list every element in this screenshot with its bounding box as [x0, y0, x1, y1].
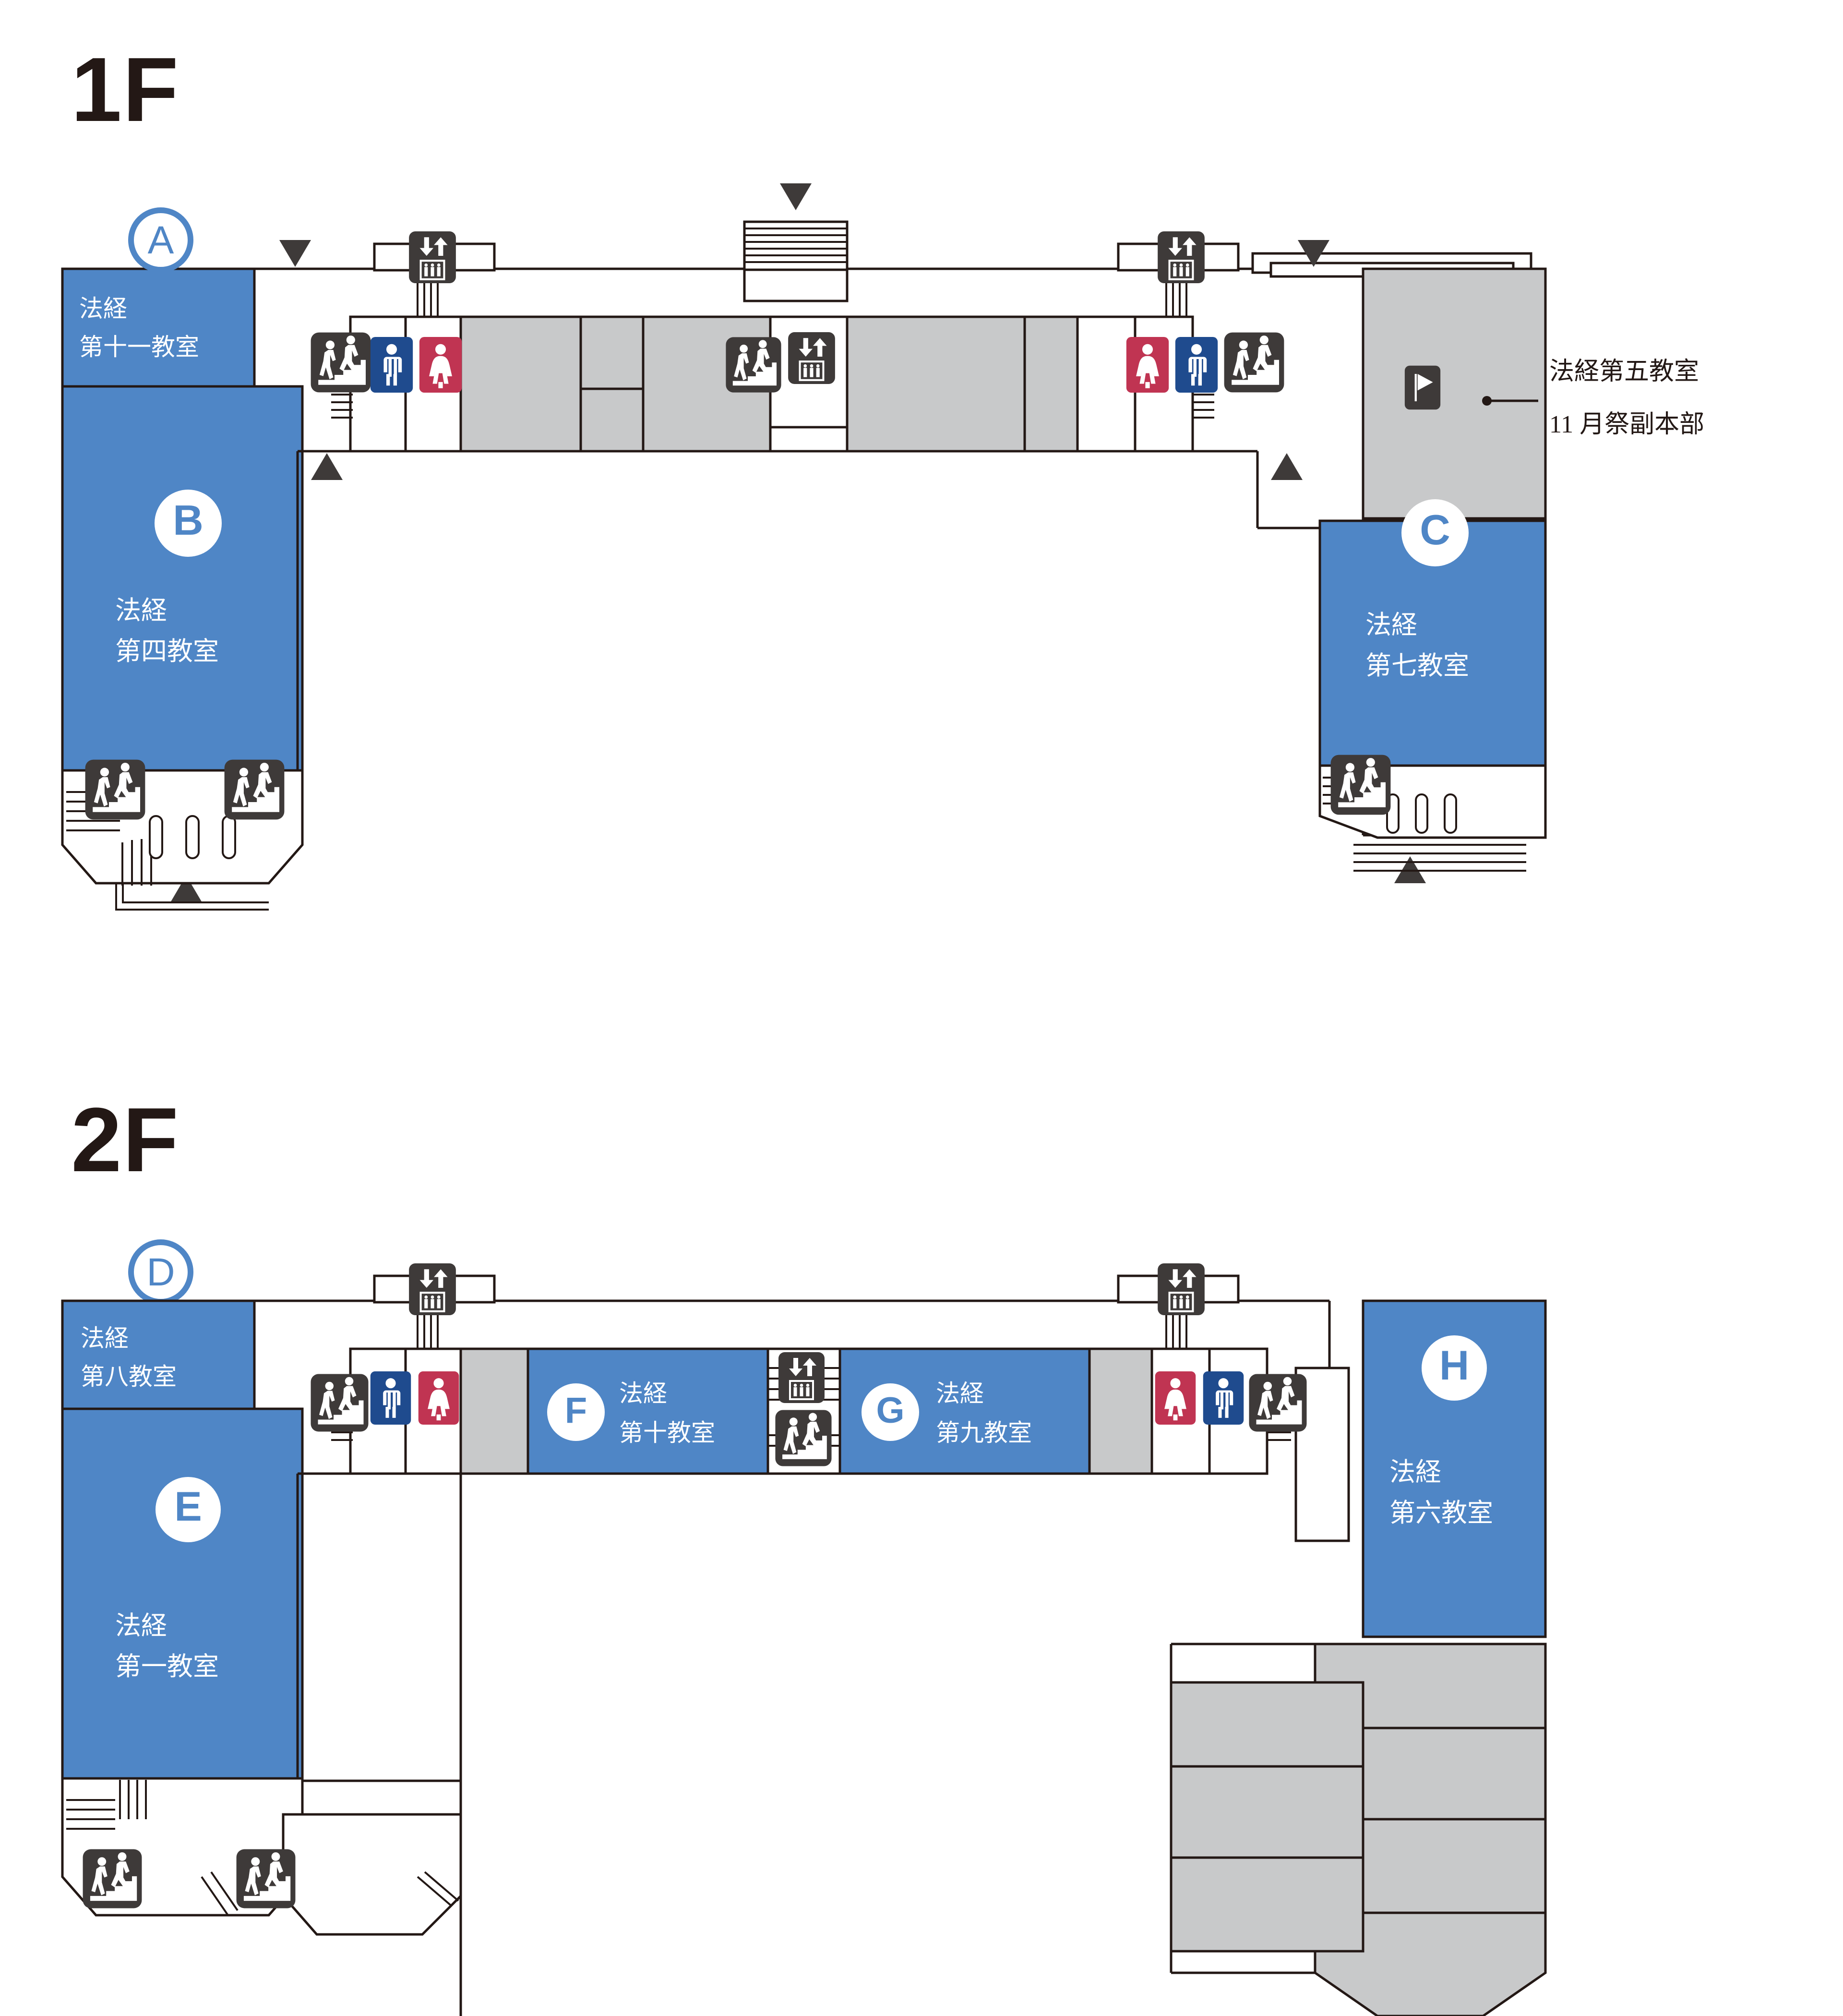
stair-lobby-bottom-right-left-2f [282, 1813, 462, 1936]
womens-toilet-icon[interactable] [419, 337, 462, 393]
entrance-markers-down-1f [279, 183, 1329, 267]
womens-toilet-icon[interactable] [1126, 337, 1169, 393]
stair-hatch-top-center-1f [743, 220, 849, 302]
stairs-icon[interactable] [775, 1410, 832, 1466]
mens-toilet-icon[interactable] [370, 1371, 411, 1425]
stairs-icon[interactable] [311, 1374, 369, 1432]
stairs-icon[interactable] [236, 1849, 296, 1908]
marker-f-circle [547, 1383, 605, 1441]
marker-e-letter: E [174, 1484, 202, 1530]
room-f-label-line1: 法経 [619, 1380, 667, 1407]
lobby-strip-f-2f [459, 1347, 529, 1475]
elevator-icon[interactable] [788, 332, 835, 384]
floorplan-1f: 法経 第十一教室 B 法経 第四教室 [61, 183, 1547, 911]
entrances-2f [373, 1274, 1240, 1304]
callout-line2-1f: 11 月祭副本部 [1549, 411, 1705, 438]
entrance-markers-up-1f [170, 453, 1426, 902]
lobby-strip-g-2f [1088, 1347, 1153, 1475]
marker-b-letter: B [173, 496, 203, 544]
stairs-icon[interactable] [85, 759, 145, 820]
marker-h-letter: H [1439, 1343, 1469, 1389]
left-corridor-2f [298, 1474, 462, 2016]
floorplan-2f: 法経 第八教室 D E 法経 第一教室 [61, 1239, 1547, 2016]
room-b-label-line1: 法経 [115, 596, 167, 625]
callout-line1-1f: 法経第五教室 [1549, 358, 1699, 385]
entrance-up-arrow-icon [311, 453, 343, 480]
entrance-up-arrow-icon [1271, 453, 1303, 480]
room-c-hokei-7[interactable]: C 法経 第七教室 [1318, 499, 1547, 767]
room-h-hokei-6[interactable]: H 法経 第六教室 [1362, 1299, 1547, 1638]
callout-leader-1f [1482, 396, 1538, 406]
marker-b-circle [155, 490, 222, 557]
marker-g-letter: G [876, 1390, 904, 1431]
marker-a-letter: A [148, 218, 174, 262]
room-b-label-line2: 第四教室 [115, 637, 219, 666]
elevator-icon[interactable] [409, 1263, 456, 1315]
room-f-label-line2: 第十教室 [619, 1419, 715, 1446]
stairs-icon[interactable] [1224, 332, 1284, 393]
marker-c-letter: C [1420, 506, 1450, 553]
mens-toilet-icon[interactable] [370, 337, 413, 393]
room-b-hokei-4[interactable]: B 法経 第四教室 [61, 385, 304, 772]
entrance-down-arrow-icon [780, 183, 812, 210]
elevator-icon[interactable] [1158, 1263, 1205, 1315]
marker-a: A [128, 207, 193, 273]
stairs-icon[interactable] [1330, 755, 1391, 815]
stairs-icon[interactable] [224, 759, 285, 820]
marker-f-letter: F [565, 1390, 587, 1431]
marker-g-circle [862, 1383, 919, 1441]
entrance-down-arrow-icon [1298, 240, 1329, 267]
marker-h-circle [1422, 1335, 1487, 1401]
floor-title-2f: 2F [71, 1089, 180, 1191]
womens-toilet-icon[interactable] [418, 1371, 459, 1425]
womens-toilet-icon[interactable] [1155, 1371, 1196, 1425]
stairs-icon[interactable] [83, 1849, 142, 1908]
room-f-hokei-10[interactable]: F 法経 第十教室 [527, 1347, 769, 1475]
room-d-label-line1: 法経 [81, 1325, 129, 1352]
room-a-hokei-11[interactable]: 法経 第十一教室 [61, 267, 256, 388]
stairs-icon[interactable] [726, 337, 781, 393]
room-g-hokei-9[interactable]: G 法経 第九教室 [838, 1347, 1091, 1475]
elevator-icon[interactable] [1158, 231, 1205, 283]
room-d-hokei-8[interactable]: 法経 第八教室 [61, 1299, 256, 1410]
stairs-icon[interactable] [1249, 1374, 1307, 1432]
marker-e-circle [156, 1477, 221, 1542]
southeast-wing-corridor-2f [1170, 1643, 1315, 1974]
marker-d: D [128, 1239, 193, 1305]
marker-d-letter: D [146, 1250, 175, 1294]
entrance-up-arrow-icon [170, 876, 202, 902]
room-g-label-line1: 法経 [936, 1380, 984, 1407]
room-e-label-line2: 第一教室 [115, 1652, 219, 1681]
room-c-label-line2: 第七教室 [1365, 651, 1469, 680]
stairs-icon[interactable] [311, 332, 371, 393]
entrances-1f [373, 242, 1532, 278]
room-h-label-line2: 第六教室 [1389, 1499, 1493, 1527]
elevator-icon[interactable] [409, 231, 456, 283]
room-c-label-line1: 法経 [1365, 611, 1417, 639]
mens-toilet-icon[interactable] [1203, 1371, 1244, 1425]
elevator-shafts-2f [417, 1303, 1187, 1349]
floor-title-1f: 1F [71, 39, 180, 141]
room-e-label-line1: 法経 [115, 1611, 167, 1640]
room-e-hokei-1[interactable]: E 法経 第一教室 [61, 1407, 304, 1780]
flag-icon [1404, 365, 1441, 410]
room-a-label-line1: 法経 [79, 295, 127, 322]
entrance-down-arrow-icon [279, 240, 311, 267]
room-hokei-5-1f[interactable] [1362, 267, 1547, 520]
marker-c-circle [1401, 499, 1469, 566]
room-h-label-line1: 法経 [1389, 1458, 1441, 1487]
elevator-icon[interactable] [778, 1352, 825, 1403]
room-a-label-line2: 第十一教室 [79, 334, 199, 360]
mens-toilet-icon[interactable] [1175, 337, 1218, 393]
room-d-label-line2: 第八教室 [81, 1363, 177, 1390]
room-g-label-line2: 第九教室 [936, 1419, 1032, 1446]
southeast-wing-2f [1170, 1643, 1547, 2016]
